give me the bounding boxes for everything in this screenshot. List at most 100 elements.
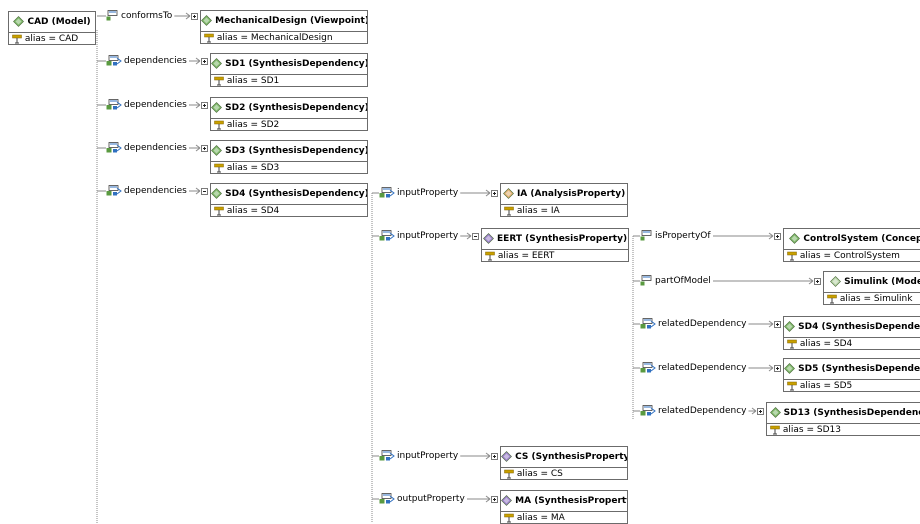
model-node-ctrl[interactable]: ControlSystem (Concept alias = ControlSy… [783, 228, 920, 262]
node-attribute-text: alias = SD3 [226, 163, 280, 173]
connector-line [808, 280, 814, 285]
node-attribute: alias = SD2 [211, 119, 367, 130]
node-title-text: SD4 (SynthesisDependency) [225, 189, 368, 199]
connector-line [485, 189, 491, 194]
model-node-cs[interactable]: CS (SynthesisProperty) alias = CS [500, 446, 628, 480]
node-attribute-text: alias = SD5 [799, 381, 853, 391]
model-node-mech[interactable]: MechanicalDesign (Viewpoint) alias = Mec… [200, 10, 368, 44]
node-title-text: SD4 (SynthesisDependency [798, 322, 920, 332]
expand-toggle-icon[interactable] [191, 13, 198, 20]
reference-r_pom[interactable]: partOfModel [640, 274, 713, 288]
reference-r_in2[interactable]: inputProperty [379, 229, 461, 243]
diamond-icon [784, 321, 795, 332]
node-attribute-text: alias = SD4 [799, 339, 853, 349]
connector-line [768, 320, 774, 325]
model-node-sd13[interactable]: SD13 (SynthesisDependency alias = SD13 [766, 402, 920, 436]
connector-line [768, 367, 774, 372]
expand-toggle-icon[interactable] [491, 496, 498, 503]
reference-r_dep2[interactable]: dependencies [106, 98, 189, 112]
connector-line [751, 407, 757, 412]
reference-r_dep3[interactable]: dependencies [106, 141, 189, 155]
expand-toggle-icon[interactable] [814, 278, 821, 285]
node-title-text: IA (AnalysisProperty) [516, 189, 626, 199]
reference-r_dep4[interactable]: dependencies [106, 184, 189, 198]
expand-toggle-icon[interactable] [201, 102, 208, 109]
attribute-icon [504, 206, 514, 215]
model-node-sd4b[interactable]: SD4 (SynthesisDependency alias = SD4 [783, 316, 920, 350]
collapse-toggle-icon[interactable] [201, 188, 208, 195]
reference-multi-icon [640, 362, 656, 373]
model-node-sd3[interactable]: SD3 (SynthesisDependency) alias = SD3 [210, 140, 368, 174]
diamond-icon [501, 451, 512, 462]
expand-toggle-icon[interactable] [491, 453, 498, 460]
connector-line [195, 57, 201, 62]
expand-toggle-icon[interactable] [201, 145, 208, 152]
connector-line [768, 323, 774, 328]
expand-toggle-icon[interactable] [201, 58, 208, 65]
connector-line [485, 452, 491, 457]
connector-line [195, 147, 201, 152]
reference-r_rd3[interactable]: relatedDependency [640, 404, 749, 418]
node-attribute: alias = CAD [9, 33, 95, 44]
node-title: SD3 (SynthesisDependency) [211, 141, 367, 162]
connector-line [485, 495, 491, 500]
reference-multi-icon [106, 55, 122, 66]
node-attribute: alias = IA [501, 205, 627, 216]
reference-icon [640, 275, 652, 286]
node-title-text: CS (SynthesisProperty) [515, 452, 628, 462]
connector-line [185, 15, 191, 20]
node-title-text: SD5 (SynthesisDependency [798, 364, 920, 374]
node-title: SD13 (SynthesisDependency [767, 403, 920, 424]
model-node-sd2[interactable]: SD2 (SynthesisDependency) alias = SD2 [210, 97, 368, 131]
reference-r_rd1[interactable]: relatedDependency [640, 317, 749, 331]
diamond-icon [830, 276, 841, 287]
reference-r_isp[interactable]: isPropertyOf [640, 229, 713, 243]
node-attribute: alias = MechanicalDesign [201, 32, 367, 43]
attribute-icon [787, 339, 797, 348]
collapse-toggle-icon[interactable] [472, 233, 479, 240]
reference-r_in1[interactable]: inputProperty [379, 186, 461, 200]
reference-label: conformsTo [121, 11, 173, 21]
node-title-text: SD13 (SynthesisDependency [783, 408, 920, 418]
connector-line [485, 455, 491, 460]
expand-toggle-icon[interactable] [774, 233, 781, 240]
node-title-text: MA (SynthesisProperty) [515, 496, 628, 506]
node-attribute-text: alias = CAD [24, 34, 79, 44]
reference-r_dep1[interactable]: dependencies [106, 54, 189, 68]
node-title: IA (AnalysisProperty) [501, 184, 627, 205]
model-node-cad[interactable]: CAD (Model) alias = CAD [8, 11, 96, 45]
model-node-sd1[interactable]: SD1 (SynthesisDependency) alias = SD1 [210, 53, 368, 87]
model-node-sd4[interactable]: SD4 (SynthesisDependency) alias = SD4 [210, 183, 368, 217]
model-node-ma[interactable]: MA (SynthesisProperty) alias = MA [500, 490, 628, 524]
attribute-icon [12, 34, 22, 43]
expand-toggle-icon[interactable] [491, 190, 498, 197]
diamond-icon [211, 102, 222, 113]
reference-r_rd2[interactable]: relatedDependency [640, 361, 749, 375]
reference-icon [106, 10, 118, 21]
diamond-icon [211, 145, 222, 156]
connector-line [768, 364, 774, 369]
node-title: EERT (SynthesisProperty) [482, 229, 628, 250]
node-attribute: alias = ControlSystem [784, 250, 920, 261]
reference-r_out[interactable]: outputProperty [379, 492, 467, 506]
node-title: SD1 (SynthesisDependency) [211, 54, 367, 75]
reference-label: relatedDependency [658, 319, 747, 329]
node-attribute: alias = SD4 [784, 338, 920, 349]
reference-label: inputProperty [397, 231, 459, 241]
connector-line [195, 104, 201, 109]
expand-toggle-icon[interactable] [774, 365, 781, 372]
node-attribute: alias = SD5 [784, 380, 920, 391]
connector-line [768, 235, 774, 240]
expand-toggle-icon[interactable] [757, 408, 764, 415]
model-node-simu[interactable]: Simulink (Model alias = Simulink [823, 271, 920, 305]
node-title: MechanicalDesign (Viewpoint) [201, 11, 367, 32]
model-node-sd5[interactable]: SD5 (SynthesisDependency alias = SD5 [783, 358, 920, 392]
model-node-ia[interactable]: IA (AnalysisProperty) alias = IA [500, 183, 628, 217]
reference-r_conf[interactable]: conformsTo [106, 9, 175, 23]
diamond-icon [769, 407, 781, 418]
reference-label: dependencies [124, 186, 187, 196]
reference-r_in3[interactable]: inputProperty [379, 449, 461, 463]
model-node-eert[interactable]: EERT (SynthesisProperty) alias = EERT [481, 228, 629, 262]
expand-toggle-icon[interactable] [774, 321, 781, 328]
